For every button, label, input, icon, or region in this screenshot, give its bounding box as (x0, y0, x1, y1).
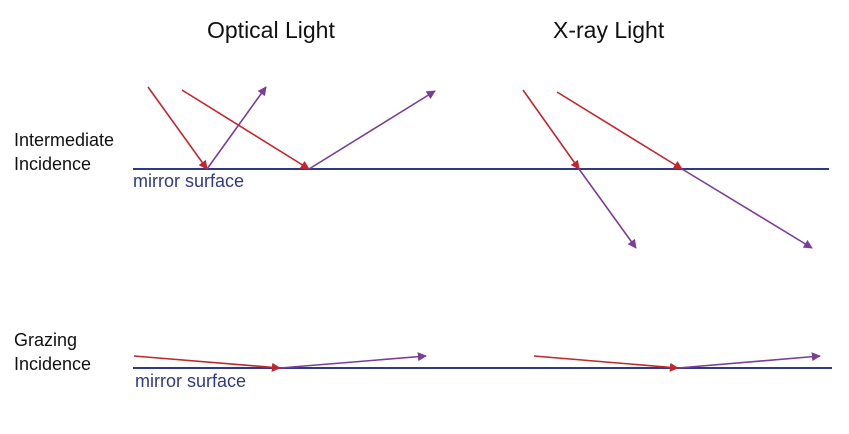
grazing-incidence-label: Grazing Incidence (14, 328, 91, 376)
xray-intermediate-transmitted-ray-1 (578, 168, 637, 249)
grazing-incidence-label-line1: Grazing (14, 330, 78, 350)
grazing-incidence-label-line2: Incidence (14, 354, 92, 374)
optical-intermediate-incident-ray-2 (181, 89, 310, 170)
optical-intermediate-incident-ray-1 (147, 86, 208, 170)
xray-light-heading: X-ray Light (553, 17, 665, 43)
intermediate-incidence-label-line2: Incidence (14, 154, 92, 174)
mirror-surface-label-intermediate: mirror surface (133, 171, 245, 191)
optical-intermediate-reflected-ray-1 (206, 86, 267, 170)
optical-intermediate-reflected-ray-2 (308, 90, 436, 170)
intermediate-incidence-label-line1: Intermediate (14, 130, 115, 150)
mirror-surface-label-grazing: mirror surface (135, 371, 247, 391)
xray-intermediate-incident-ray-2 (556, 91, 683, 170)
xray-intermediate-transmitted-ray-2 (681, 168, 813, 249)
optical-grazing-reflected-ray (279, 352, 427, 369)
intermediate-incidence-label: Intermediate Incidence (14, 128, 114, 176)
optical-grazing-incident-ray (133, 355, 281, 372)
xray-grazing-reflected-ray (677, 352, 821, 369)
xray-intermediate-incident-ray-1 (522, 89, 580, 170)
optical-light-heading: Optical Light (207, 17, 335, 43)
xray-grazing-incident-ray (533, 355, 679, 372)
